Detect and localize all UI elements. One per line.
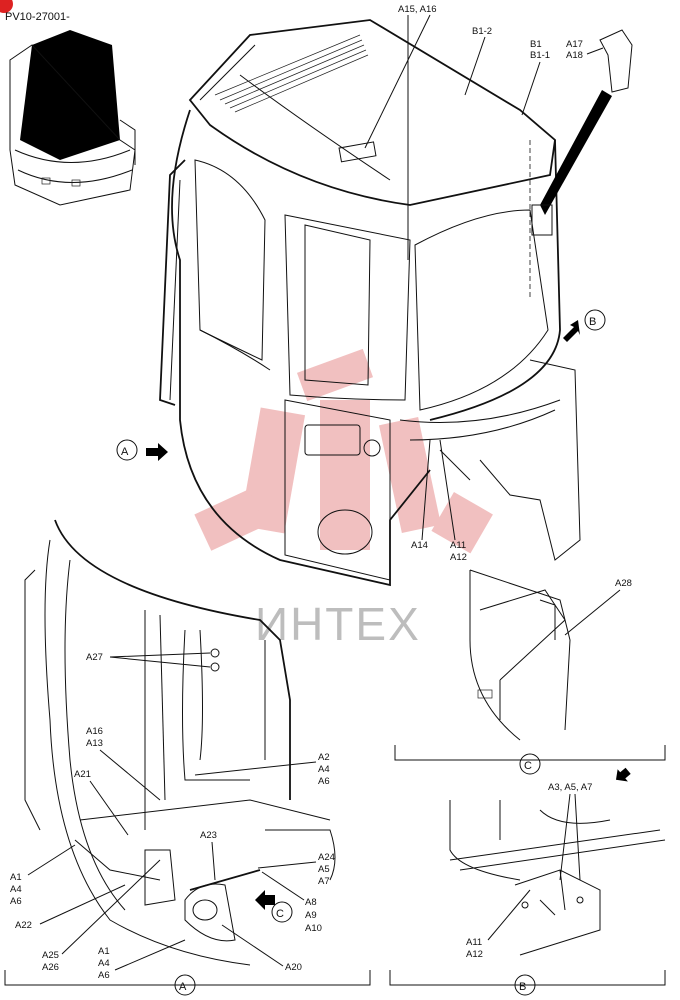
callout-a28: A28 xyxy=(615,578,632,589)
callout-a1-left: A1 xyxy=(10,872,22,883)
callout-a7: A7 xyxy=(318,876,330,887)
watermark-text: ИНТЕХ xyxy=(255,598,421,650)
svg-text:B: B xyxy=(589,316,596,328)
callout-a5: A5 xyxy=(318,864,330,875)
view-marker-a-main: A xyxy=(116,439,138,461)
callout-a25: A25 xyxy=(42,950,59,961)
callout-a6-left: A6 xyxy=(10,896,22,907)
callout-a3-a5-a7: A3, A5, A7 xyxy=(548,782,592,793)
svg-text:B: B xyxy=(519,981,526,993)
svg-text:C: C xyxy=(276,908,284,920)
callout-b1-2: B1-2 xyxy=(472,26,492,37)
callout-a22: A22 xyxy=(15,920,32,931)
callout-a23: A23 xyxy=(200,830,217,841)
callout-a4-right: A4 xyxy=(318,764,330,775)
callout-a15-a16: A15, A16 xyxy=(398,4,437,15)
detail-c-upper: A28 C xyxy=(394,569,666,775)
callout-a14: A14 xyxy=(411,540,428,551)
callout-a12: A12 xyxy=(450,552,467,563)
main-cab xyxy=(146,19,633,587)
svg-text:A: A xyxy=(179,981,187,993)
svg-text:A: A xyxy=(121,446,129,458)
watermark-logo xyxy=(194,348,493,554)
callout-a20: A20 xyxy=(285,962,302,973)
callout-b1-1: B1-1 xyxy=(530,50,550,61)
callout-a27: A27 xyxy=(86,652,103,663)
callout-a6-right: A6 xyxy=(318,776,330,787)
view-marker-b-main: B xyxy=(584,309,606,331)
callout-a26: A26 xyxy=(42,962,59,973)
svg-text:C: C xyxy=(524,760,532,772)
callout-a11: A11 xyxy=(450,540,466,551)
callout-a4-bottom: A4 xyxy=(98,958,110,969)
callout-a18: A18 xyxy=(566,50,583,61)
callout-a17: A17 xyxy=(566,39,583,50)
callouts-main: A15, A16 B1-2 B1 B1-1 A17 A18 A14 A11 A1… xyxy=(364,4,604,563)
diagram-code: PV10-27001- xyxy=(5,11,70,23)
detail-b: A3, A5, A7 A11 A12 B xyxy=(389,767,666,996)
callout-a2: A2 xyxy=(318,752,330,763)
callouts-detail-a: A27 A16 A13 A21 A2 A4 A6 A23 A24 A5 A7 A… xyxy=(10,652,335,981)
callout-a24: A24 xyxy=(318,852,335,863)
callout-a10: A10 xyxy=(305,923,322,934)
callout-a13: A13 xyxy=(86,738,103,749)
callout-b1: B1 xyxy=(530,39,542,50)
callout-a6-bottom: A6 xyxy=(98,970,110,981)
callout-a21: A21 xyxy=(74,769,91,780)
callout-a11-b: A11 xyxy=(466,937,482,948)
callout-a1-bottom: A1 xyxy=(98,946,110,957)
callout-a16: A16 xyxy=(86,726,103,737)
callout-a8: A8 xyxy=(305,897,317,908)
callout-a12-b: A12 xyxy=(466,949,483,960)
callout-a4-left: A4 xyxy=(10,884,22,895)
callout-a9: A9 xyxy=(305,910,317,921)
thumbnail-cab xyxy=(0,0,136,206)
